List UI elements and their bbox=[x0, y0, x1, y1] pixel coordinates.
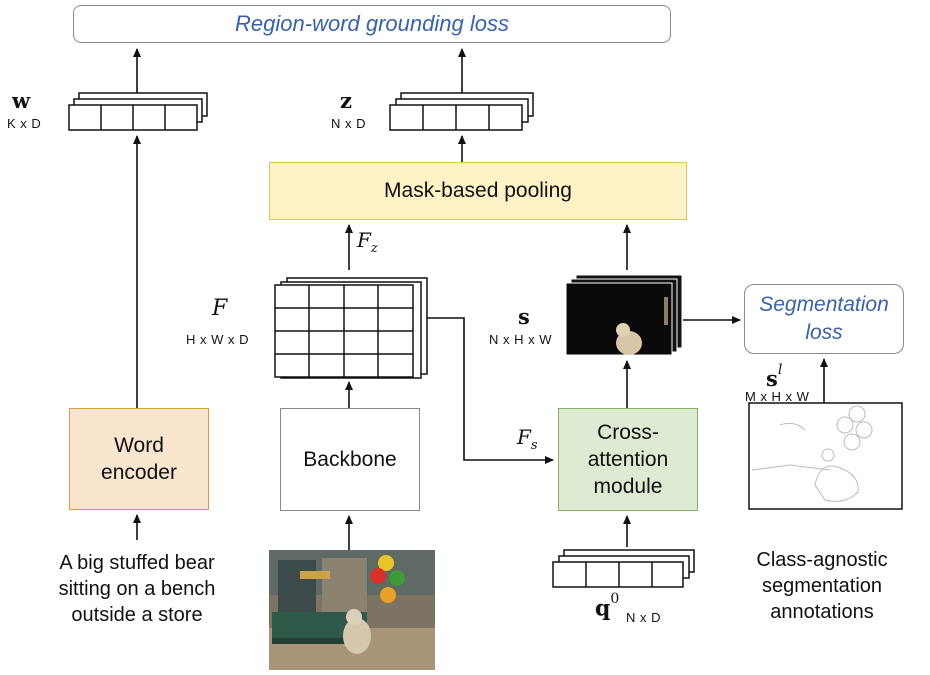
sl-symbol: sl bbox=[766, 362, 782, 391]
backbone-box: Backbone bbox=[280, 408, 420, 511]
annotation-line-1: Class-agnostic bbox=[756, 549, 888, 571]
mask-pooling-box: Mask-based pooling bbox=[269, 162, 687, 220]
segmentation-annotation-image bbox=[748, 402, 903, 510]
segmentation-loss-label-2: loss bbox=[805, 321, 843, 344]
q0-superscript: 0 bbox=[610, 591, 620, 607]
word-encoder-label-2: encoder bbox=[101, 461, 177, 484]
segmentation-loss-label-1: Segmentation bbox=[759, 293, 889, 316]
w-dimensions: K x D bbox=[7, 116, 42, 131]
backbone-label: Backbone bbox=[303, 447, 397, 471]
text-input-line-1: A big stuffed bear bbox=[59, 552, 215, 574]
sl-superscript: l bbox=[777, 362, 783, 378]
z-symbol: z bbox=[340, 88, 352, 113]
text-input-line-2: sitting on a bench bbox=[58, 578, 216, 600]
w-symbol: w bbox=[12, 88, 31, 113]
s-symbol: s bbox=[518, 304, 530, 329]
text-input-caption: A big stuffed bear sitting on a bench ou… bbox=[27, 550, 247, 628]
fz-subscript: z bbox=[370, 241, 378, 256]
cross-attention-label-1: Cross- bbox=[597, 421, 659, 444]
annotation-line-2: segmentation bbox=[761, 575, 883, 597]
fs-subscript: s bbox=[530, 438, 538, 453]
sl-dimensions: M x H x W bbox=[745, 389, 810, 404]
feature-symbol: F bbox=[212, 296, 228, 321]
cross-attention-box: Cross- attention module bbox=[558, 408, 698, 511]
feature-map-stack bbox=[274, 277, 428, 379]
grounding-loss-label: Region-word grounding loss bbox=[235, 11, 509, 36]
fs-symbol: Fs bbox=[517, 425, 538, 453]
mask-predictions-stack bbox=[565, 274, 683, 356]
input-image bbox=[269, 550, 435, 670]
cross-attention-label-2: attention bbox=[587, 448, 669, 471]
arrows bbox=[133, 48, 828, 550]
word-encoder-label-1: Word bbox=[114, 434, 164, 457]
z-embedding-stack bbox=[389, 92, 534, 131]
z-dimensions: N x D bbox=[331, 116, 366, 131]
text-input-line-3: outside a store bbox=[71, 604, 203, 626]
segmentation-loss-box: Segmentation loss bbox=[744, 284, 904, 354]
grounding-loss-box: Region-word grounding loss bbox=[73, 5, 671, 43]
q0-symbol: q0 bbox=[595, 591, 619, 622]
word-encoder-box: Word encoder bbox=[69, 408, 209, 510]
mask-pooling-label: Mask-based pooling bbox=[384, 179, 572, 202]
w-embedding-stack bbox=[68, 92, 208, 131]
query-embedding-stack bbox=[552, 549, 695, 588]
cross-attention-label-3: module bbox=[593, 475, 663, 498]
s-dimensions: N x H x W bbox=[489, 332, 552, 347]
q0-base: q bbox=[595, 595, 611, 622]
q0-dimensions: N x D bbox=[626, 610, 661, 625]
fz-symbol: Fz bbox=[357, 228, 378, 256]
annotation-line-3: annotations bbox=[770, 601, 874, 623]
annotation-caption: Class-agnostic segmentation annotations bbox=[722, 547, 922, 625]
sl-base: s bbox=[766, 366, 778, 391]
feature-dimensions: H x W x D bbox=[186, 332, 249, 347]
